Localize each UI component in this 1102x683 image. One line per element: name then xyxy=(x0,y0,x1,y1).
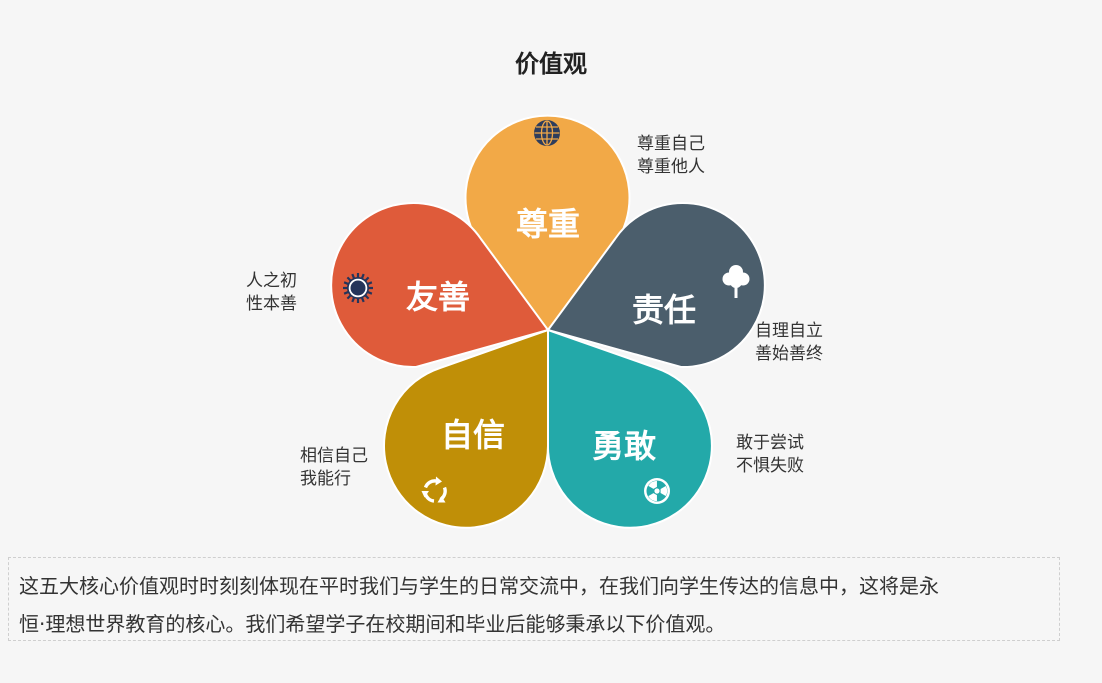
petal-label-confidence: 自信 xyxy=(441,416,505,454)
diagram-title: 价值观 xyxy=(515,50,587,78)
petal-shape xyxy=(383,328,549,529)
recycle-icon xyxy=(421,476,447,503)
note-confidence-line-1: 相信自己 xyxy=(300,446,368,466)
note-kindness-line-1: 人之初 xyxy=(246,271,297,291)
petal-kindness xyxy=(330,202,550,369)
petal-courage xyxy=(546,328,713,529)
sun-icon xyxy=(343,273,373,303)
note-confidence-line-2: 我能行 xyxy=(300,469,351,489)
description-line-1: 这五大核心价值观时时刻刻体现在平时我们与学生的日常交流中，在我们向学生传达的信息… xyxy=(19,574,939,598)
petal-shape xyxy=(330,202,550,369)
petal-shape xyxy=(546,202,766,369)
note-courage: 敢于尝试 不惧失败 xyxy=(736,432,804,478)
radiation-icon xyxy=(644,478,670,504)
note-confidence: 相信自己 我能行 xyxy=(300,445,368,491)
note-kindness: 人之初 性本善 xyxy=(246,270,297,316)
petal-shape xyxy=(546,328,713,529)
note-courage-line-1: 敢于尝试 xyxy=(736,433,804,453)
petal-label-kindness: 友善 xyxy=(406,278,470,316)
note-responsibility-line-1: 自理自立 xyxy=(755,321,823,341)
globe-icon xyxy=(534,120,560,146)
note-responsibility-line-2: 善始善终 xyxy=(755,344,823,364)
note-respect-line-2: 尊重他人 xyxy=(637,157,705,177)
note-respect: 尊重自己 尊重他人 xyxy=(637,133,705,179)
note-respect-line-1: 尊重自己 xyxy=(637,134,705,154)
note-kindness-line-2: 性本善 xyxy=(246,294,297,314)
note-responsibility: 自理自立 善始善终 xyxy=(755,320,823,366)
petal-responsibility xyxy=(546,202,766,369)
petal-label-courage: 勇敢 xyxy=(592,427,656,465)
petal-label-responsibility: 责任 xyxy=(632,291,696,329)
petal-confidence xyxy=(383,328,549,529)
description-line-2: 恒·理想世界教育的核心。我们希望学子在校期间和毕业后能够秉承以下价值观。 xyxy=(19,612,726,636)
note-courage-line-2: 不惧失败 xyxy=(736,456,804,476)
description-box: 这五大核心价值观时时刻刻体现在平时我们与学生的日常交流中，在我们向学生传达的信息… xyxy=(8,557,1060,641)
petal-label-respect: 尊重 xyxy=(516,205,580,243)
tree-icon xyxy=(722,265,750,298)
